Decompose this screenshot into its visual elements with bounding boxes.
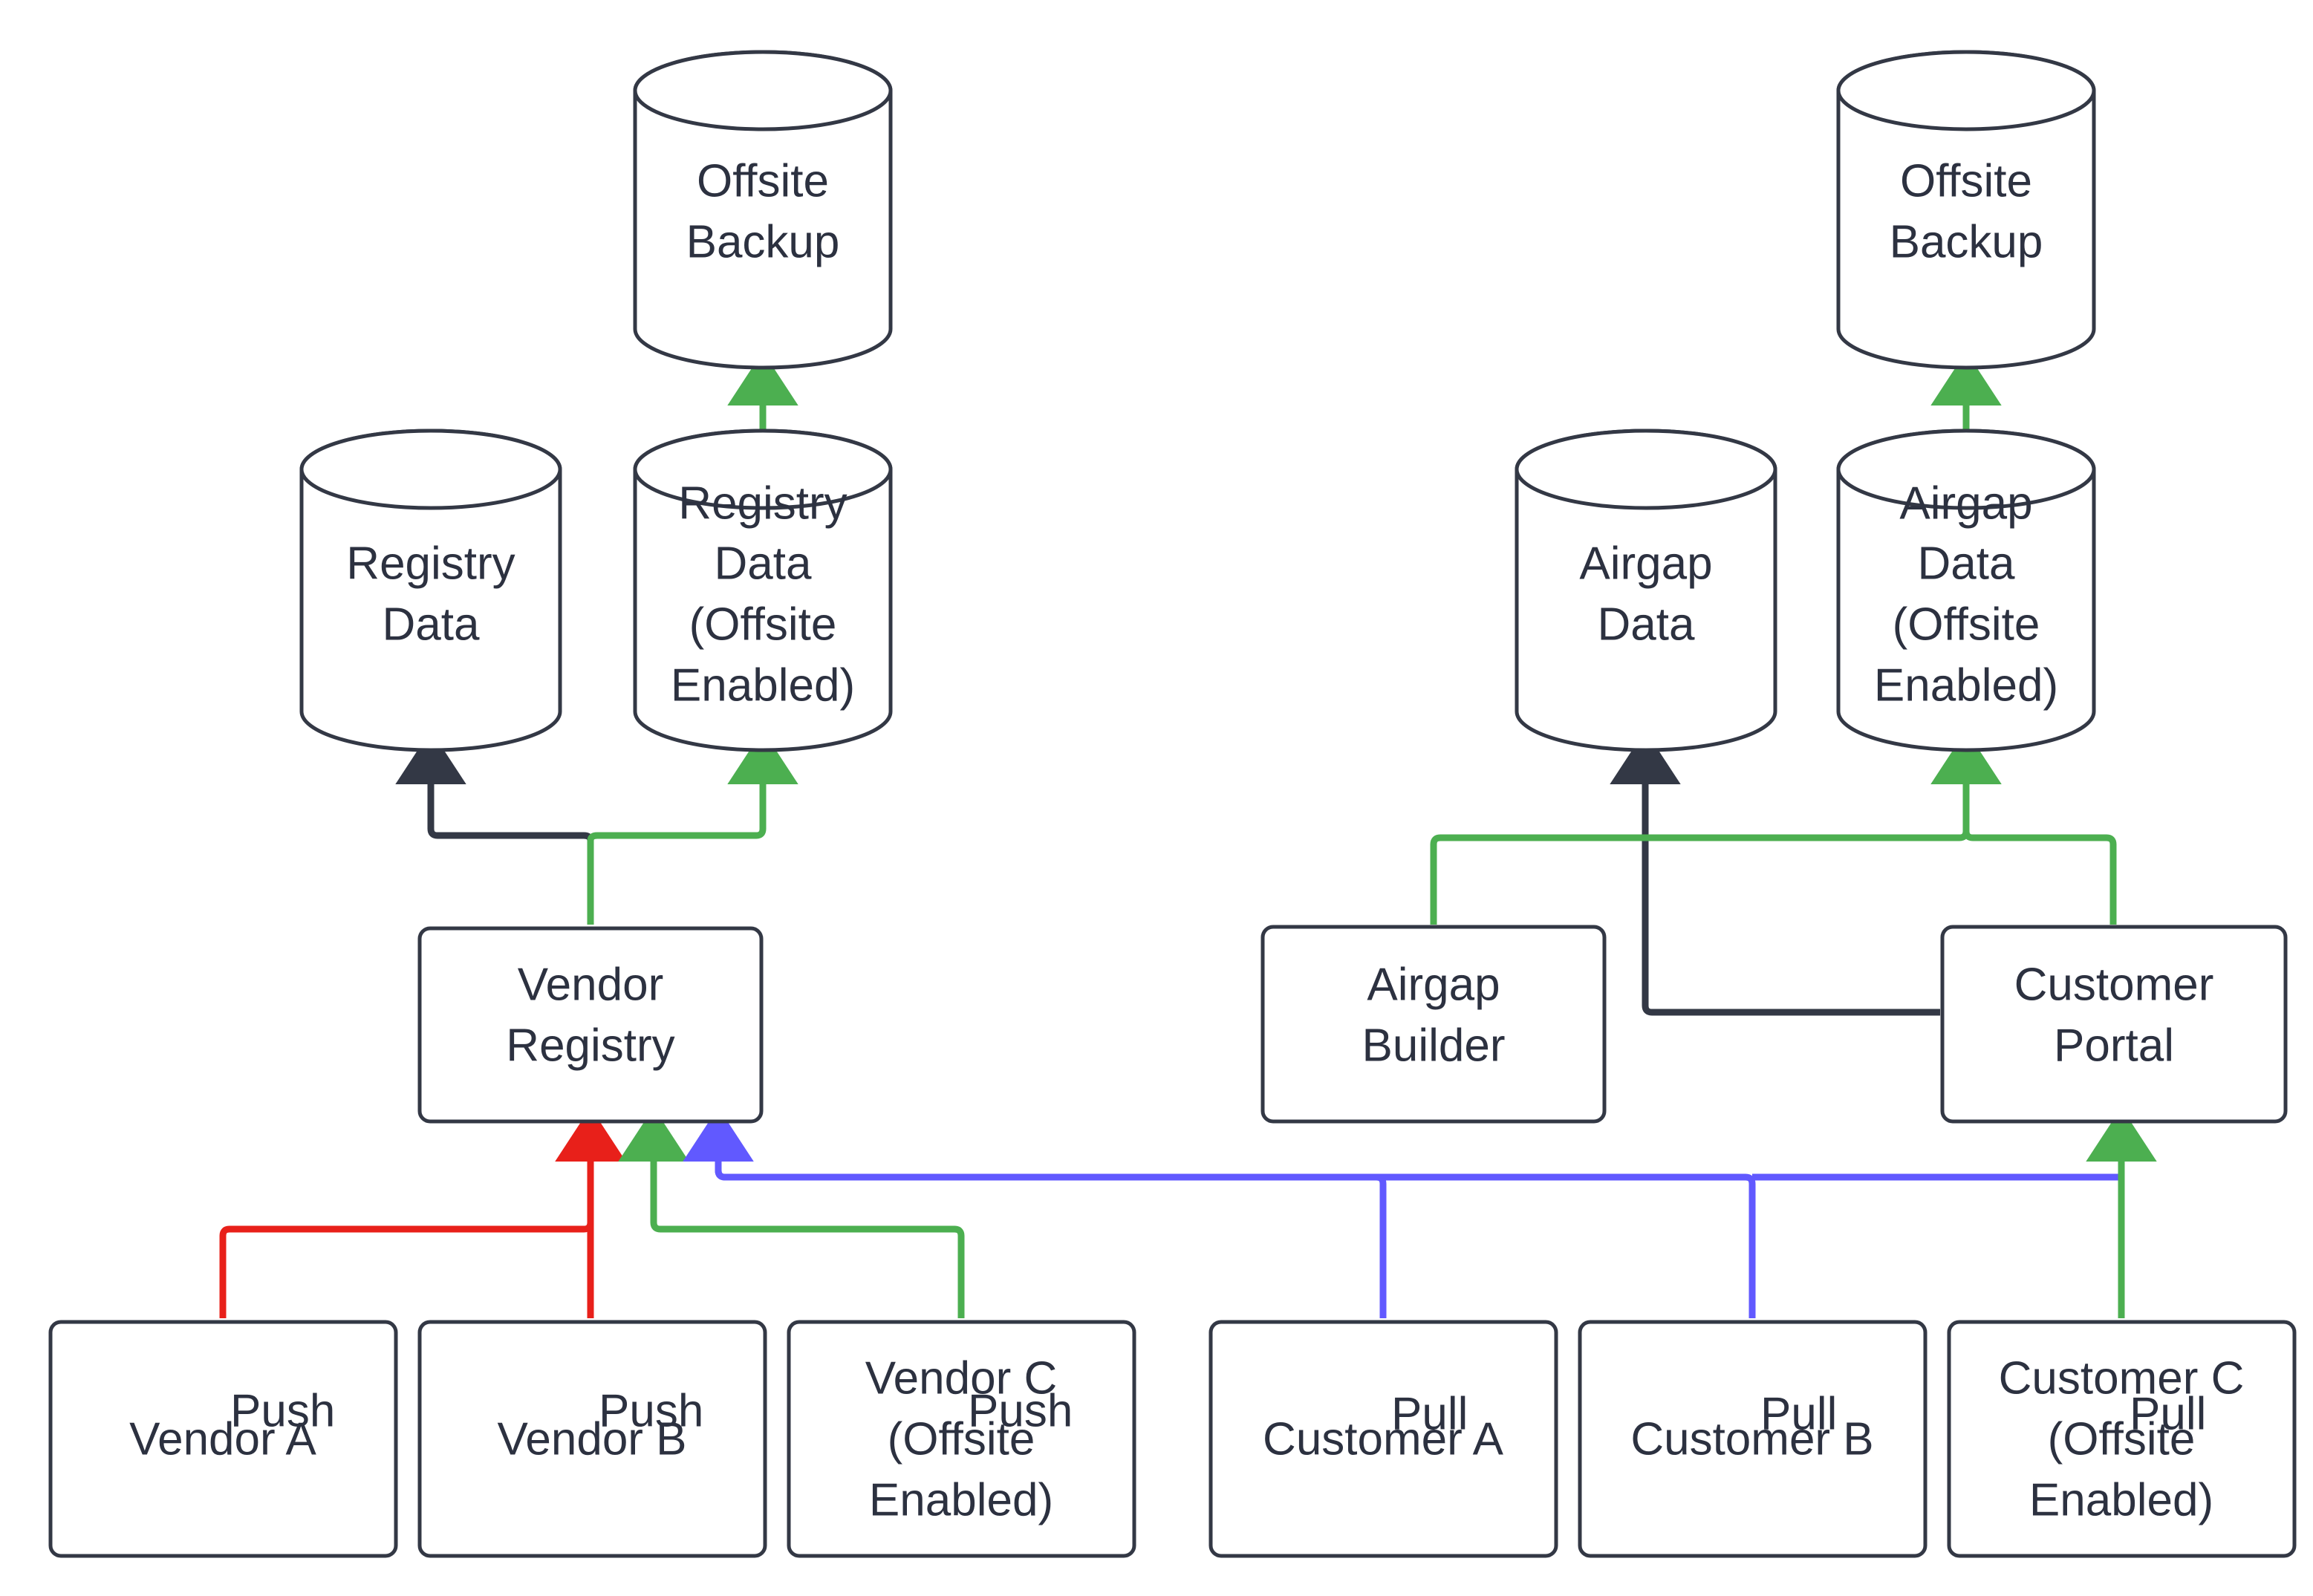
node-airgap-builder[interactable]: Airgap Builder [1260, 925, 1607, 1124]
edge-customer-portal-to-airgap-offsite [1930, 730, 2117, 925]
node-vendor-a[interactable]: Vendor A [48, 1320, 398, 1558]
nodes-layer: Offsite Backup Offsite Backup Registry D… [48, 50, 2297, 1558]
edge-label-pull-customer-c: Pull [2130, 1388, 2206, 1439]
node-airgap-data[interactable]: Airgap Data [1515, 429, 1777, 752]
edge-airgap-builder-to-airgap-offsite [1430, 730, 2002, 925]
edge-customer-portal-to-airgap-data [1610, 730, 1940, 1016]
node-customer-b[interactable]: Customer B [1578, 1320, 1928, 1558]
node-customer-portal[interactable]: Customer Portal [1940, 925, 2288, 1124]
node-vendor-registry[interactable]: Vendor Registry [417, 926, 764, 1124]
edge-customer-b-pull [683, 1107, 1756, 1318]
edge-label-push-vendor-c: Push [968, 1385, 1073, 1436]
node-offsite-backup-right[interactable]: Offsite Backup [1836, 50, 2096, 370]
node-vendor-b[interactable]: Vendor B [417, 1320, 767, 1558]
edge-label-pull-customer-b: Pull [1760, 1388, 1837, 1439]
edge-vendor-registry-to-registry-offsite [587, 730, 798, 925]
edge-vendor-registry-to-registry-data [395, 730, 594, 925]
node-registry-data[interactable]: Registry Data [299, 429, 562, 752]
edge-vendor-c-push [618, 1107, 965, 1318]
edge-vendor-a-push [219, 1107, 626, 1318]
edges-layer [219, 351, 2157, 1318]
node-registry-data-offsite[interactable]: Registry Data (Offsite Enabled) [633, 429, 893, 752]
node-customer-a[interactable]: Customer A [1208, 1320, 1558, 1558]
node-offsite-backup-left[interactable]: Offsite Backup [633, 50, 893, 370]
node-customer-c[interactable]: Customer C (Offsite Enabled) [1947, 1320, 2297, 1558]
edge-label-pull-customer-a: Pull [1391, 1388, 1468, 1439]
node-airgap-data-offsite[interactable]: Airgap Data (Offsite Enabled) [1836, 429, 2096, 752]
node-vendor-c[interactable]: Vendor C (Offsite Enabled) [787, 1320, 1136, 1558]
edge-label-push-vendor-b: Push [599, 1385, 703, 1436]
edge-labels-layer: Push Push Push Pull Pull Pull [230, 1385, 2206, 1439]
edge-label-push-vendor-a: Push [230, 1385, 335, 1436]
